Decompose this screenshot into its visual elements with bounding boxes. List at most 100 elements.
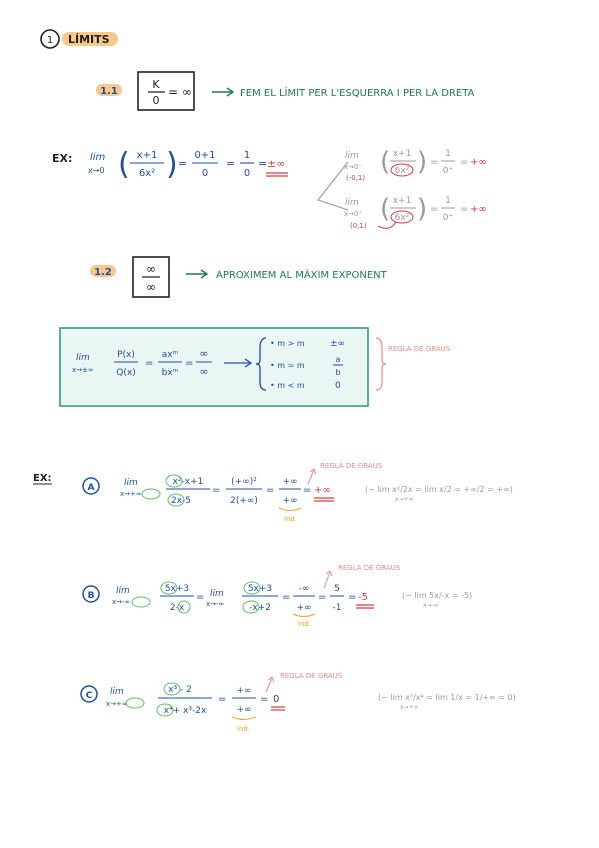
dominant-term-circle — [165, 474, 183, 488]
a-denominator: bxᵐ — [162, 368, 179, 378]
right-test-value: (0,1) — [350, 222, 367, 230]
example-c-graphic: C lim x→+∞ x³ - 2 x⁴+ x³-2x = +∞ +∞ ind.… — [80, 672, 516, 733]
left-lim-subscript: x→0⁻ — [344, 163, 362, 171]
subsection-1-2-number: 1.2 — [94, 267, 112, 278]
subsection-1-1-number: 1.1 — [100, 86, 118, 97]
r-denominator: +∞ — [296, 603, 311, 613]
dominant-term-circle — [242, 600, 260, 614]
r1-numerator: (+∞)² — [231, 477, 257, 487]
rule-pointer-head — [267, 676, 275, 683]
ind-brace — [278, 507, 302, 511]
ind-brace — [292, 613, 316, 617]
equals: = — [196, 592, 204, 603]
branch-lines — [317, 161, 349, 211]
final-result: ±∞ — [267, 157, 285, 170]
letter-circle — [80, 685, 98, 703]
final-result: -5 — [358, 592, 368, 603]
fraction-denominator: 6x² — [139, 168, 155, 179]
equals: = — [460, 157, 468, 168]
right-result: +∞ — [470, 204, 487, 215]
lim-subscript: x→-∞ — [112, 598, 130, 606]
arrow-head-icon — [226, 87, 235, 97]
right-denominator: 6x² — [395, 213, 410, 223]
rule-pointer-arrow — [323, 571, 331, 589]
right-denominator-circle — [390, 210, 414, 224]
indeterminate-note: ind. — [298, 620, 311, 628]
example-1-graphic: EX: lim x→0 ( x+1 6x² ) = 0+1 0 = 1 0 = … — [52, 147, 487, 230]
close-paren: ) — [166, 147, 178, 182]
letter-circle — [82, 585, 100, 603]
arrow-head-icon — [244, 358, 253, 368]
equals: = — [185, 358, 193, 369]
box-equals-infinity: = ∞ — [168, 85, 192, 99]
lim-symbol: lim — [90, 152, 106, 163]
side-subscript: x→+∞ — [395, 496, 414, 503]
dominant-term-circle — [125, 697, 145, 709]
left-brace — [255, 337, 267, 391]
box-denominator: 0 — [153, 94, 160, 107]
section-header: 1 LÍMITS — [38, 26, 138, 52]
rule-label: REGLA DE GRAUS — [320, 462, 383, 470]
dominant-term-circle — [177, 600, 191, 614]
equals: = — [348, 592, 356, 603]
equals: = — [460, 204, 468, 215]
example-letter: C — [86, 691, 93, 701]
rule-pointer-head — [325, 570, 333, 577]
example-c: C lim x→+∞ x³ - 2 x⁴+ x³-2x = +∞ +∞ ind.… — [70, 662, 580, 742]
subsection-1-1-text: FEM EL LÍMIT PER L'ESQUERRA I PER LA DRE… — [240, 86, 475, 99]
dominant-term-circle — [160, 581, 178, 595]
example-label: EX: — [33, 473, 52, 484]
right-numerator: x+1 — [393, 196, 412, 206]
right-open-paren: ( — [380, 194, 390, 224]
dominant-term-circle — [156, 703, 174, 717]
subsection-1-2-graphic: 1.2 ∞ ∞ APROXIMEM AL MÀXIM EXPONENT — [90, 256, 388, 298]
ex2-label: EX: — [32, 470, 62, 486]
equals: = — [266, 485, 274, 496]
r2-numerator: 5 — [334, 584, 340, 594]
indeterminate-note: ind. — [284, 515, 297, 523]
result1-denominator: 0 — [202, 168, 208, 179]
r1-denominator: 2(+∞) — [230, 496, 258, 506]
equals: = — [145, 358, 153, 369]
left-result-denominator: 0⁺ — [443, 166, 454, 176]
left-denominator: 6x² — [395, 166, 410, 176]
rule-pointer-arrow — [307, 469, 315, 485]
equals: = — [430, 204, 438, 215]
right-lim-symbol: lim — [345, 198, 359, 208]
equals: = — [258, 157, 267, 170]
case-greater: • m > m — [270, 339, 305, 348]
side-calculation: (∼ lim x²/2x = lim x/2 = +∞/2 = +∞) — [365, 485, 513, 494]
denominator: 2-x — [170, 603, 185, 613]
letter-circle — [82, 477, 100, 495]
right-result-denominator: 0⁺ — [443, 213, 454, 223]
subsection-1-2-text: APROXIMEM AL MÀXIM EXPONENT — [216, 268, 388, 281]
equals: = — [430, 157, 438, 168]
case-result-inf: ±∞ — [330, 339, 345, 349]
open-paren: ( — [118, 147, 130, 182]
ex2-label-graphic: EX: — [33, 473, 52, 485]
left-lim-symbol: lim — [345, 151, 359, 161]
left-close-paren: ) — [417, 147, 427, 177]
case-result-b: b — [335, 368, 340, 377]
box-denominator: ∞ — [146, 280, 156, 294]
r2-denominator: +∞ — [282, 496, 297, 506]
equals: = — [226, 157, 235, 170]
left-result: +∞ — [470, 157, 487, 168]
lim-subscript: x→+∞ — [120, 490, 142, 498]
formula-box-k-over-0 — [137, 71, 195, 111]
example-letter: A — [88, 483, 95, 493]
section-number-circle — [40, 29, 60, 49]
equals: = — [218, 694, 226, 705]
ind-brace — [231, 716, 257, 720]
example-a-graphic: A lim x→+∞ x²-x+1 2x-5 = (+∞)² 2(+∞) = +… — [82, 462, 513, 523]
left-result-numerator: 1 — [445, 149, 451, 159]
equals: = — [282, 592, 290, 603]
equals: = — [318, 592, 326, 603]
box-numerator: K — [152, 78, 160, 91]
left-numerator: x+1 — [393, 149, 412, 159]
final-result: 0 — [273, 694, 279, 705]
denominator: x⁴+ x³-2x — [164, 706, 207, 716]
result2-denominator: 0 — [244, 168, 250, 179]
rule-box-graphic: lim x→±∞ P(x) Q(x) = axᵐ bxᵐ = ∞ ∞ • m >… — [59, 327, 451, 407]
rule-label: REGLA DE GRAUS — [388, 345, 451, 353]
